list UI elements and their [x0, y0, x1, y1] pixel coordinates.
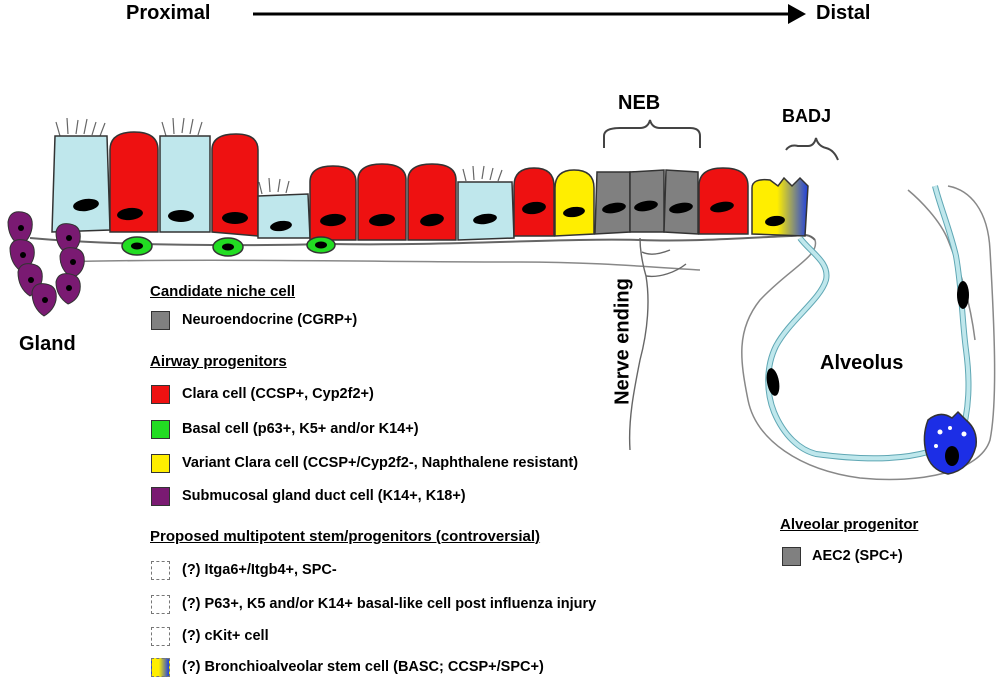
proximal-label: Proximal	[126, 2, 211, 24]
nerve-ending-label: Nerve ending	[611, 278, 634, 405]
basal-cells	[121, 236, 336, 257]
distal-label: Distal	[816, 2, 871, 24]
legend-heading-multipotent: Proposed multipotent stem/progenitors (c…	[150, 528, 541, 545]
legend-text-aec2: AEC2 (SPC+)	[812, 548, 903, 564]
badj-brace	[785, 137, 839, 161]
legend-swatch-gland-duct	[151, 487, 170, 506]
legend-swatch-itga6	[151, 561, 170, 580]
legend-swatch-aec2	[782, 547, 801, 566]
legend-text-p63: (?) P63+, K5 and/or K14+ basal-like cell…	[182, 596, 597, 612]
legend-text-ckit: (?) cKit+ cell	[182, 628, 269, 644]
alveolus-label: Alveolus	[820, 352, 904, 374]
badj-label: BADJ	[782, 106, 832, 126]
neb-brace	[603, 119, 701, 148]
legend-swatch-clara	[151, 385, 170, 404]
legend-heading-niche: Candidate niche cell	[150, 283, 296, 300]
legend-swatch-variant-clara	[151, 454, 170, 473]
neb-label: NEB	[618, 92, 661, 114]
legend-text-basc: (?) Bronchioalveolar stem cell (BASC; CC…	[182, 659, 544, 675]
cilia	[55, 117, 503, 195]
legend-text-gland-duct: Submucosal gland duct cell (K14+, K18+)	[182, 488, 466, 504]
nerve-ending	[628, 237, 687, 451]
legend-text-clara: Clara cell (CCSP+, Cyp2f2+)	[182, 386, 374, 402]
gland-cells	[7, 211, 85, 317]
legend-heading-airway: Airway progenitors	[150, 353, 287, 370]
legend-swatch-ckit	[151, 627, 170, 646]
nuclei	[73, 198, 785, 232]
legend-text-variant-clara: Variant Clara cell (CCSP+/Cyp2f2-, Napht…	[182, 455, 579, 471]
legend-swatch-basc	[151, 658, 170, 677]
legend-heading-alveolar: Alveolar progenitor	[780, 516, 919, 533]
legend-swatch-basal	[151, 420, 170, 439]
proximal-distal-arrow	[253, 4, 806, 24]
aec2-cell	[923, 410, 978, 475]
submucosa-line	[59, 259, 701, 271]
legend-text-neuroendocrine: Neuroendocrine (CGRP+)	[182, 312, 358, 328]
legend-swatch-neuroendocrine	[151, 311, 170, 330]
legend-text-itga6: (?) Itga6+/Itgb4+, SPC-	[182, 562, 337, 578]
legend-text-basal: Basal cell (p63+, K5+ and/or K14+)	[182, 421, 419, 437]
legend-swatch-p63	[151, 595, 170, 614]
gland-label: Gland	[19, 333, 76, 355]
aec1-nuclei	[766, 281, 969, 396]
